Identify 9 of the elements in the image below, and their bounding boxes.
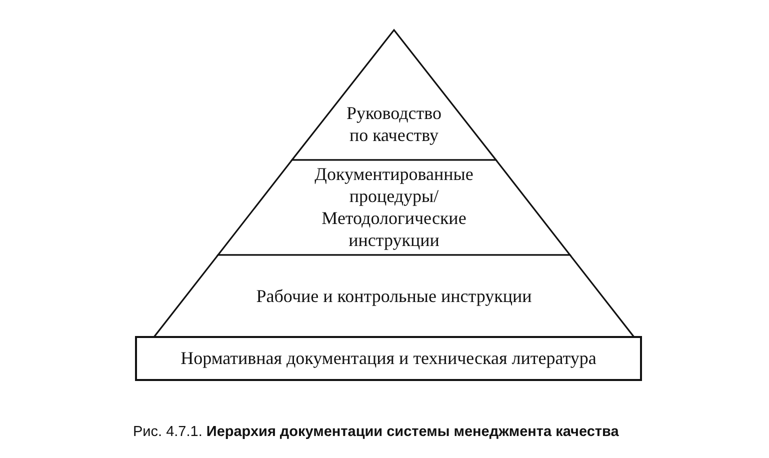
pyramid-tier [291, 29, 497, 161]
tier-label: Руководство по качеству [346, 102, 442, 146]
pyramid-tier [217, 159, 571, 256]
pyramid-tier [153, 254, 635, 338]
tier-label: Рабочие и контрольные инструкции [256, 285, 532, 307]
tier-label: Нормативная документация и техническая литература [180, 347, 597, 369]
figure-caption: Рис. 4.7.1. Иерархия документации системы менеджмента качества [133, 424, 619, 440]
tier-label: Документированные процедуры/ Методологические инструкции [314, 163, 474, 251]
base-block [135, 336, 642, 381]
